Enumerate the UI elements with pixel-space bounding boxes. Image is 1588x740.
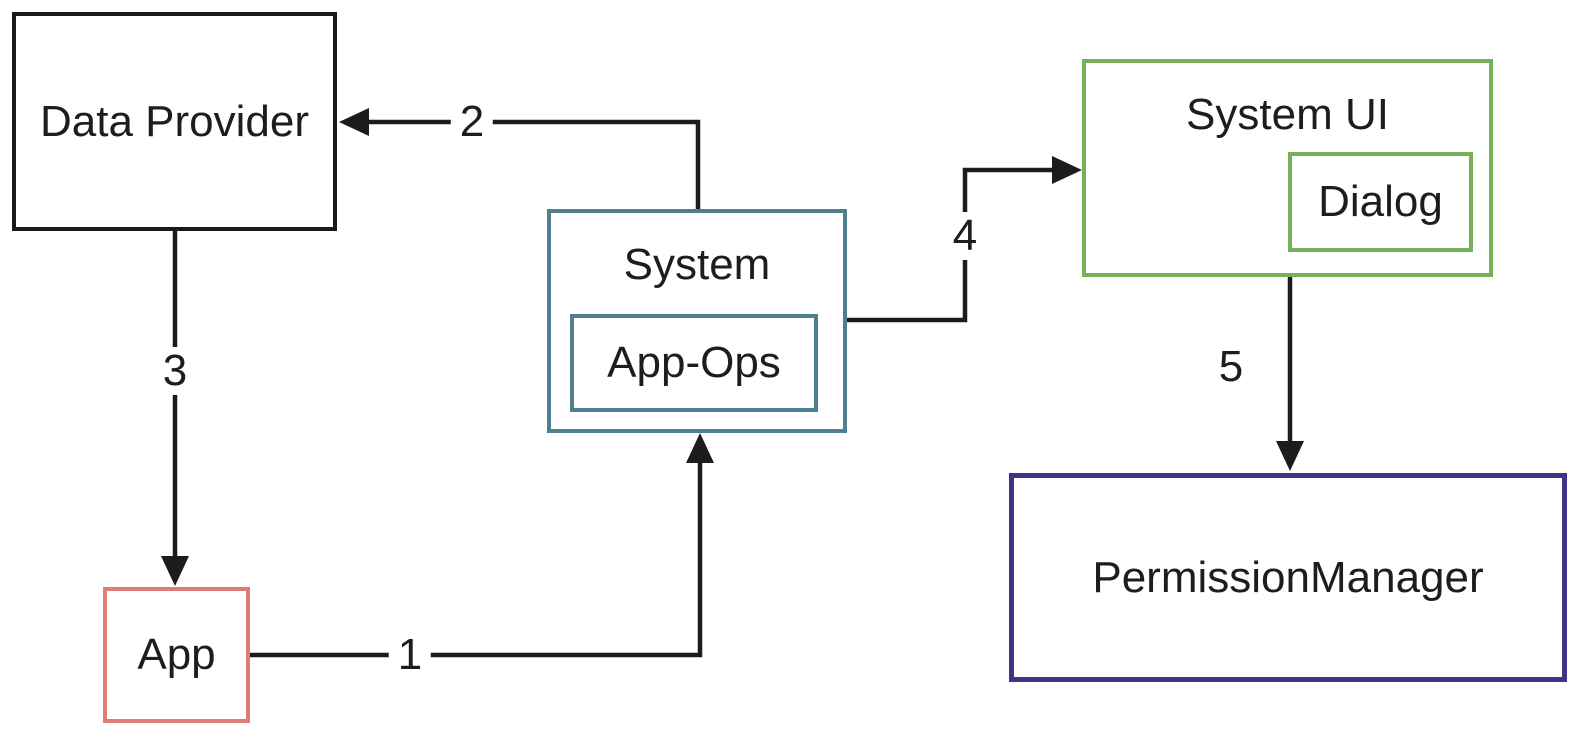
node-app-ops: App-Ops bbox=[570, 314, 818, 412]
edge-3-arrowhead-icon bbox=[161, 556, 189, 586]
node-system-ui: System UI bbox=[1082, 59, 1493, 277]
edge-label-4: 4 bbox=[943, 212, 987, 260]
edge-1-line bbox=[250, 459, 703, 658]
node-data-provider-label: Data Provider bbox=[39, 96, 309, 146]
edge-label-3: 3 bbox=[153, 347, 197, 395]
edge-system-ui-to-permission-manager bbox=[1276, 277, 1304, 471]
edge-label-1: 1 bbox=[388, 631, 432, 679]
node-permission-manager-label: PermissionManager bbox=[1092, 552, 1484, 602]
edge-label-5: 5 bbox=[1218, 342, 1244, 391]
edge-5-arrowhead-icon bbox=[1276, 441, 1304, 471]
edge-2-line bbox=[366, 119, 701, 209]
edge-data-provider-to-app bbox=[161, 231, 189, 586]
node-data-provider: Data Provider bbox=[12, 12, 337, 231]
node-system-label: System bbox=[623, 240, 771, 289]
edge-1-arrowhead-icon bbox=[686, 433, 714, 463]
node-system: System bbox=[547, 209, 847, 433]
node-permission-manager: PermissionManager bbox=[1009, 473, 1567, 682]
node-app: App bbox=[103, 587, 250, 723]
node-dialog-label: Dialog bbox=[1318, 177, 1443, 226]
node-app-label: App bbox=[137, 630, 216, 679]
edge-system-to-data-provider bbox=[339, 108, 701, 209]
edge-4-arrowhead-icon bbox=[1052, 156, 1082, 184]
edge-label-2: 2 bbox=[450, 98, 494, 146]
edge-2-arrowhead-icon bbox=[339, 108, 369, 136]
node-app-ops-label: App-Ops bbox=[607, 338, 781, 387]
node-system-ui-label: System UI bbox=[1186, 90, 1389, 139]
edge-app-to-system bbox=[250, 433, 714, 658]
node-dialog: Dialog bbox=[1288, 152, 1473, 252]
